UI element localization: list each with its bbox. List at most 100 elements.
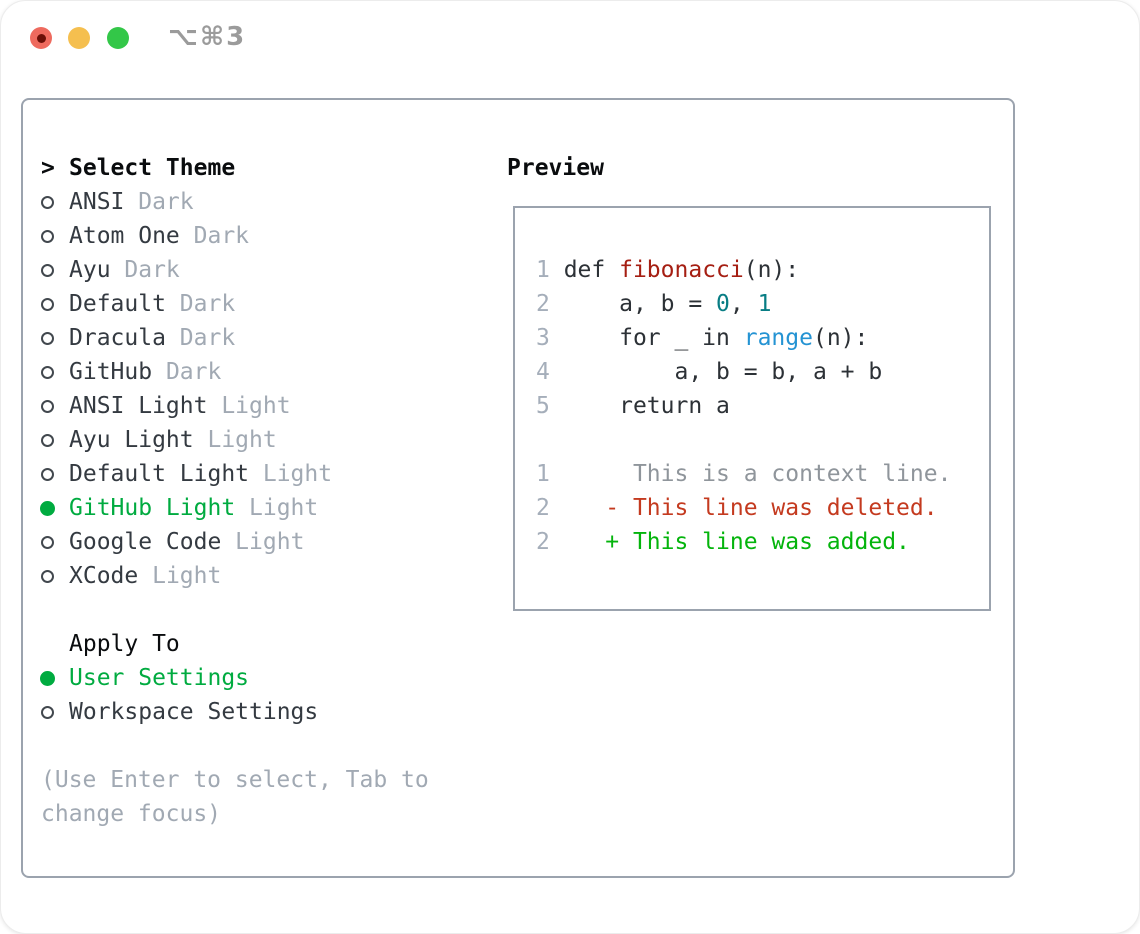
- theme-item-xcode[interactable]: XCode Light: [41, 559, 429, 593]
- minimize-button[interactable]: [68, 27, 90, 49]
- theme-item-google-code[interactable]: Google Code Light: [41, 525, 429, 559]
- code-segment-add: + This line was added.: [605, 529, 910, 555]
- theme-item-atom-one[interactable]: Atom One Dark: [41, 219, 429, 253]
- select-theme-header: > Select Theme: [41, 151, 429, 185]
- theme-variant: Light: [207, 393, 291, 419]
- radio-ring: [41, 263, 54, 277]
- theme-name: Default: [69, 291, 166, 317]
- theme-item-ayu[interactable]: Ayu Dark: [41, 253, 429, 287]
- apply-to-title: Apply To: [69, 631, 180, 657]
- code-segment-plain: [550, 529, 605, 555]
- preview-title: Preview: [507, 155, 604, 181]
- line-number: 1: [536, 257, 550, 283]
- theme-variant: Dark: [165, 325, 236, 351]
- line-number: 4: [536, 359, 550, 385]
- line-number: 2: [536, 495, 550, 521]
- radio-icon: [41, 467, 69, 481]
- hint-line-1: (Use Enter to select, Tab to: [41, 767, 429, 793]
- code-segment-plain: a, b = b, a + b: [549, 359, 883, 385]
- theme-variant: Light: [235, 495, 319, 521]
- radio-ring: [41, 365, 54, 379]
- radio-icon: [41, 331, 69, 345]
- theme-item-github-light[interactable]: GitHub Light Light: [40, 491, 429, 525]
- theme-variant: Light: [249, 461, 333, 487]
- radio-icon: [41, 535, 69, 549]
- theme-variant: Dark: [110, 257, 180, 283]
- theme-variant: Dark: [124, 189, 194, 215]
- theme-item-ansi[interactable]: ANSI Dark: [41, 185, 429, 219]
- theme-name: GitHub: [69, 359, 153, 385]
- theme-item-default[interactable]: Default Dark: [41, 287, 429, 321]
- apply-option-user-settings[interactable]: User Settings: [40, 661, 429, 695]
- hint-line-2: change focus): [41, 801, 222, 827]
- code-segment-del: - This line was deleted.: [605, 495, 938, 521]
- radio-ring: [41, 467, 54, 481]
- radio-icon: [41, 263, 69, 277]
- code-segment-plain: a, b =: [549, 291, 717, 317]
- theme-name: Dracula: [69, 325, 166, 351]
- radio-ring: [41, 195, 54, 209]
- radio-icon: [41, 365, 69, 379]
- radio-ring: [41, 297, 54, 311]
- theme-name: ANSI Light: [69, 393, 208, 419]
- radio-icon: [41, 399, 69, 413]
- radio-dot: [40, 670, 55, 686]
- theme-item-dracula[interactable]: Dracula Dark: [41, 321, 429, 355]
- maximize-button[interactable]: [107, 27, 129, 49]
- theme-variant: Dark: [165, 291, 236, 317]
- theme-name: GitHub Light: [69, 495, 236, 521]
- radio-selected-icon: [40, 670, 69, 686]
- code-segment-builtin: range: [743, 325, 813, 351]
- code-segment-num: 0: [716, 291, 730, 317]
- close-dot-icon: [36, 33, 46, 43]
- theme-variant: Light: [221, 529, 305, 555]
- code-segment-plain: (n):: [743, 257, 800, 283]
- theme-item-github[interactable]: GitHub Dark: [41, 355, 429, 389]
- code-line-4: 4 a, b = b, a + b: [536, 355, 989, 389]
- radio-ring: [41, 433, 54, 447]
- code-line-9: 2 + This line was added.: [536, 525, 989, 559]
- theme-name: ANSI: [69, 189, 125, 215]
- code-segment-plain: for _ in: [549, 325, 744, 351]
- theme-name: Default Light: [69, 461, 250, 487]
- window-title: ⌥⌘3: [168, 22, 247, 52]
- select-theme-title: Select Theme: [69, 155, 236, 181]
- code-line-1: 1 def fibonacci(n):: [536, 253, 989, 287]
- theme-item-ayu-light[interactable]: Ayu Light Light: [41, 423, 429, 457]
- radio-icon: [41, 705, 69, 719]
- theme-variant: Dark: [152, 359, 222, 385]
- code-segment-ctx: This is a context line.: [549, 461, 952, 487]
- radio-ring: [41, 399, 54, 413]
- code-segment-plain: [550, 495, 605, 521]
- apply-option-label: Workspace Settings: [69, 699, 319, 725]
- radio-icon: [41, 195, 69, 209]
- theme-item-default-light[interactable]: Default Light Light: [41, 457, 429, 491]
- line-number: 2: [536, 291, 550, 317]
- theme-name: Ayu: [69, 257, 111, 283]
- radio-dot: [40, 500, 55, 516]
- line-number: 3: [536, 325, 550, 351]
- radio-ring: [41, 569, 54, 583]
- apply-option-workspace-settings[interactable]: Workspace Settings: [41, 695, 429, 729]
- code-line-7: 1 This is a context line.: [536, 457, 989, 491]
- spacer: [41, 729, 429, 763]
- line-number: 5: [536, 393, 550, 419]
- radio-ring: [41, 535, 54, 549]
- code-segment-plain: (n):: [812, 325, 869, 351]
- radio-ring: [41, 229, 54, 243]
- code-blank-line: [536, 423, 989, 457]
- close-button[interactable]: [30, 27, 52, 49]
- apply-option-label: User Settings: [69, 665, 250, 691]
- theme-variant: Light: [193, 427, 277, 453]
- radio-ring: [41, 705, 54, 719]
- radio-ring: [41, 331, 54, 345]
- code-segment-plain: return a: [549, 393, 730, 419]
- theme-item-ansi-light[interactable]: ANSI Light Light: [41, 389, 429, 423]
- radio-icon: [41, 229, 69, 243]
